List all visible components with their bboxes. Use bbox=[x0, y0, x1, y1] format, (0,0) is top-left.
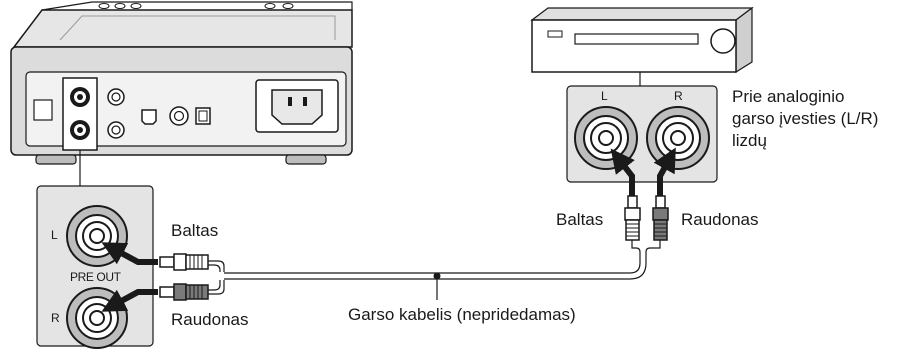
right-rca-plugs bbox=[624, 195, 669, 241]
red-plug-label-right: Raudonas bbox=[681, 210, 759, 229]
white-plug-label-right: Baltas bbox=[556, 210, 604, 229]
input-jack-panel bbox=[566, 85, 718, 183]
right-jack-r-label: R bbox=[674, 89, 683, 103]
audio-cable bbox=[208, 240, 661, 295]
right-jack-l-label: L bbox=[601, 89, 608, 103]
white-plug-label-left: Baltas bbox=[171, 221, 219, 240]
input-label-line3: lizdų bbox=[732, 131, 767, 150]
left-insert-arrows bbox=[101, 242, 158, 312]
cable-label: Garso kabelis (nepridedamas) bbox=[348, 305, 576, 324]
left-jack-r-label: R bbox=[51, 311, 60, 325]
left-jack-l-label: L bbox=[51, 228, 58, 242]
pre-out-detail-panel bbox=[36, 185, 154, 349]
amplifier-device bbox=[10, 1, 353, 165]
pre-out-label: PRE OUT bbox=[70, 270, 121, 284]
left-rca-plugs bbox=[159, 253, 209, 301]
right-insert-arrows bbox=[610, 147, 676, 196]
input-label-line1: Prie analoginio bbox=[732, 87, 845, 106]
red-plug-label-left: Raudonas bbox=[171, 310, 249, 329]
receiver-device bbox=[530, 6, 754, 86]
input-label-line2: garso įvesties (L/R) bbox=[732, 109, 879, 128]
